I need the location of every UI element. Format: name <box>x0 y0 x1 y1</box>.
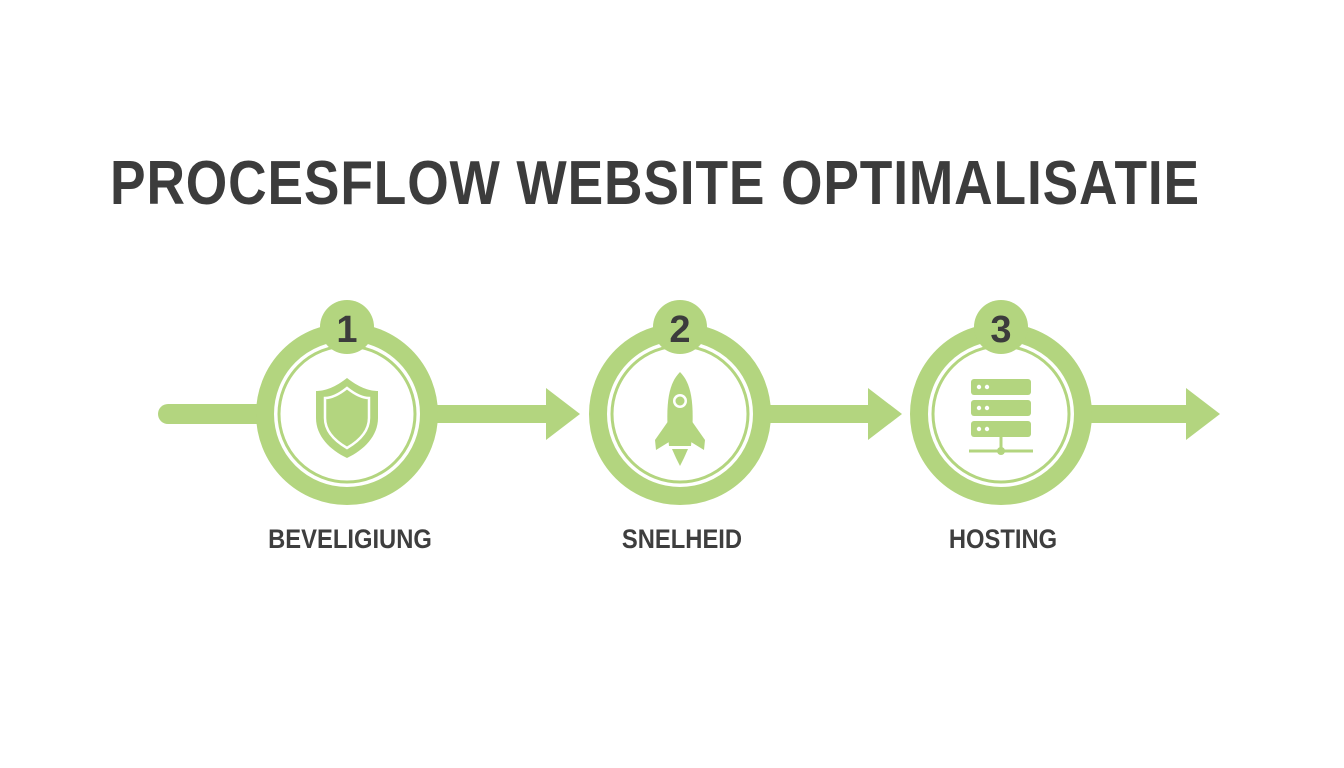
step-3: 3 <box>910 300 1092 505</box>
step-number: 1 <box>336 309 357 351</box>
step-label-hosting: HOSTING <box>948 524 1058 554</box>
server-icon <box>969 379 1033 455</box>
shield-icon <box>316 378 378 458</box>
step-number: 2 <box>669 309 690 351</box>
step-label-speed: SNELHEID <box>621 524 743 554</box>
arrow-head-end <box>1186 388 1220 440</box>
arrow-head-1-2 <box>546 388 580 440</box>
step-number-badge <box>653 300 707 354</box>
step-number: 3 <box>990 309 1011 351</box>
step-number-badge <box>974 300 1028 354</box>
rocket-icon <box>655 372 705 466</box>
step-label-security: BEVELIGIUNG <box>268 524 432 554</box>
step-number-badge <box>320 300 374 354</box>
flow-connectors <box>158 388 1220 440</box>
page-title: PROCESFLOW WEBSITE OPTIMALISATIE <box>110 149 1200 218</box>
step-2: 2 <box>589 300 771 505</box>
step-1: 1 <box>256 300 438 505</box>
arrow-head-2-3 <box>868 388 902 440</box>
